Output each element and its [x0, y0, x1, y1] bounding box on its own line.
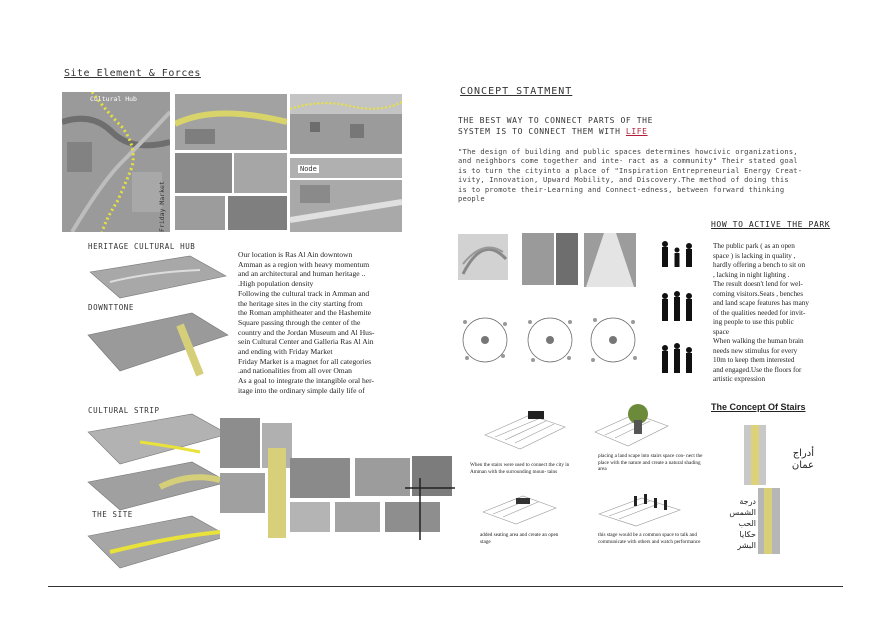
market-photo-4 — [228, 196, 287, 230]
aerial-map-image — [62, 92, 170, 232]
node-photo-1 — [290, 158, 402, 178]
stairs-caption-3: added seating area and create an open st… — [480, 532, 559, 545]
heritage-label: HERITAGE CULTURAL HUB — [88, 242, 196, 251]
arabic-caption-1: أدراج عمان — [791, 448, 814, 471]
the-site-layer — [80, 512, 230, 572]
alley-photo-2 — [556, 233, 578, 285]
river-photo — [175, 94, 287, 150]
stairs-photo-2 — [758, 488, 780, 554]
concept-subtitle-highlight: LIFE — [625, 127, 648, 136]
park-description: The public park ( as an open space ) is … — [713, 242, 809, 383]
stairs-caption-1: When the stairs were used to connect the… — [470, 462, 570, 475]
market-photo-2 — [234, 153, 287, 193]
concept-subtitle-1: THE BEST WAY TO CONNECT PARTS OF THE — [458, 116, 653, 125]
friday-market-label: Friday Market — [158, 181, 166, 232]
stairs-caption-4: this stage would be a common space to ta… — [598, 532, 701, 545]
stairs-diagram-3 — [478, 488, 558, 528]
market-photo-3 — [175, 196, 225, 230]
market-photo-1 — [175, 153, 232, 193]
concept-subtitle-2-text: SYSTEM IS TO CONNECT THEM WITH — [458, 127, 621, 136]
stairs-caption-2: placing a land scape into stairs space c… — [598, 453, 703, 473]
node-label: Node — [298, 165, 319, 173]
alley-photo-1 — [522, 233, 554, 285]
concept-subtitle-2: SYSTEM IS TO CONNECT THEM WITH LIFE — [458, 127, 648, 136]
spiral-stairs-photo — [458, 234, 508, 280]
arabic-caption-2: درجة الشمس الحب حكايا البشر — [729, 497, 756, 550]
stairs-title: The Concept Of Stairs — [711, 402, 806, 412]
the-site-label: THE SITE — [92, 510, 133, 519]
concept-title: CONCEPT STATMENT — [460, 86, 573, 97]
cultural-strip-layer — [80, 412, 230, 512]
concept-statement: "The design of building and public space… — [458, 147, 803, 204]
bottom-rule — [48, 586, 843, 587]
cultural-strip-label: CULTURAL STRIP — [88, 406, 160, 415]
downtown-layer — [80, 305, 230, 381]
location-description: Our location is Ras Al Ain downtown Amma… — [238, 250, 375, 395]
node-photo-2 — [290, 180, 402, 232]
city-hill-photo — [290, 94, 402, 154]
cultural-hub-label: Cultural Hub — [90, 95, 137, 103]
stairs-diagram-4 — [594, 490, 684, 530]
heritage-layer — [80, 252, 228, 302]
heritage-collage — [220, 418, 455, 540]
stairs-diagram-2 — [590, 402, 670, 452]
people-silhouettes — [655, 236, 705, 386]
site-elements-title: Site Element & Forces — [64, 68, 201, 79]
activity-diagrams — [455, 310, 645, 370]
stairs-diagram-1 — [480, 405, 570, 455]
stairs-photo-1 — [744, 425, 766, 485]
corridor-photo — [584, 233, 636, 287]
downtown-label: DOWNTTONE — [88, 303, 135, 312]
park-title: HOW TO ACTIVE THE PARK — [711, 220, 831, 229]
